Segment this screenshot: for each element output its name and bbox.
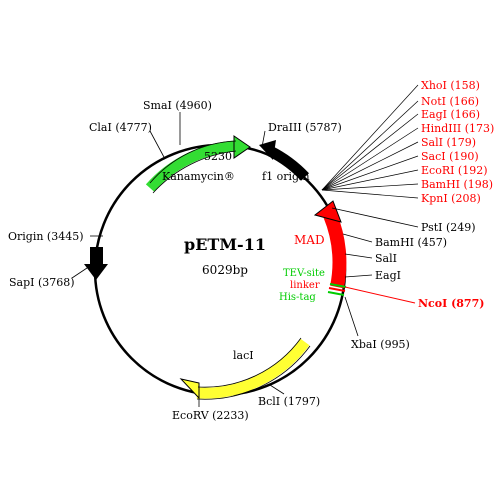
noti-site-label: NotI (166) [421, 95, 479, 108]
sali-site-label: SalI [375, 252, 397, 265]
laci-gene-arrow [196, 338, 310, 399]
laci-label: lacI [233, 349, 254, 362]
ncoi-site-label: NcoI (877) [418, 297, 484, 310]
eagi-pointer [344, 274, 373, 278]
plasmid-size: 6029bp [202, 263, 248, 277]
xbai-site-label: XbaI (995) [351, 338, 410, 351]
tev-site-label: TEV-site [283, 268, 325, 279]
smai-site-label: SmaI (4960) [143, 99, 212, 112]
xbai-pointer [344, 296, 359, 337]
hindiii-site-label: HindIII (173) [421, 122, 494, 135]
xhoi-site-label: XhoI (158) [421, 79, 480, 92]
kanamycin-arrowhead [233, 135, 251, 159]
bamhi-pointer [342, 233, 373, 243]
ecori-site-label: EcoRI (192) [421, 164, 488, 177]
tev-site-stripe [329, 283, 347, 288]
ecorv-site-label: EcoRV (2233) [172, 409, 249, 422]
his-tag-label: His-tag [279, 292, 316, 303]
eagi-site-label: EagI [375, 269, 401, 282]
origin-site-label: Origin (3445) [8, 230, 84, 243]
origin-arrow [84, 247, 108, 280]
mad-label: MAD [294, 233, 325, 247]
f1-origin-label: f1 origin [262, 170, 310, 183]
sali-pointer [344, 253, 373, 259]
draiii-site-label: DraIII (5787) [268, 121, 342, 134]
bamhi-red-site-label: BamHI (198) [421, 178, 493, 191]
clai-pointer [149, 130, 166, 160]
ncoi-pointer [344, 286, 416, 304]
bcli-site-label: BclI (1797) [258, 395, 320, 408]
eagi-red-site-label: EagI (166) [421, 108, 480, 121]
mad-arrowhead [313, 200, 342, 223]
sapi-pointer [71, 261, 97, 279]
linker-stripe [328, 287, 346, 292]
laci-arrowhead [179, 378, 200, 400]
sali-red-site-label: SalI (179) [421, 136, 476, 149]
linker-label: linker [290, 280, 320, 291]
kanamycin-position: 5230 [204, 150, 232, 163]
bamhi-site-label: BamHI (457) [375, 236, 447, 249]
draiii-pointer [261, 130, 266, 148]
mad-gene-arrow [323, 212, 347, 289]
kanamycin-gene-arrow [145, 140, 237, 192]
f1-origin-arrowhead [259, 140, 276, 160]
kanamycin-label: Kanamycin® [162, 170, 235, 183]
polylinker-fan [321, 84, 419, 199]
kpni-site-label: KpnI (208) [421, 192, 481, 205]
psti-pointer [331, 207, 419, 228]
saci-site-label: SacI (190) [421, 150, 479, 163]
plasmid-name: pETM-11 [184, 235, 266, 254]
psti-site-label: PstI (249) [421, 221, 476, 234]
sapi-site-label: SapI (3768) [9, 276, 75, 289]
clai-site-label: ClaI (4777) [89, 121, 152, 134]
bcli-pointer [269, 384, 285, 395]
his-tag-stripe [327, 291, 345, 296]
